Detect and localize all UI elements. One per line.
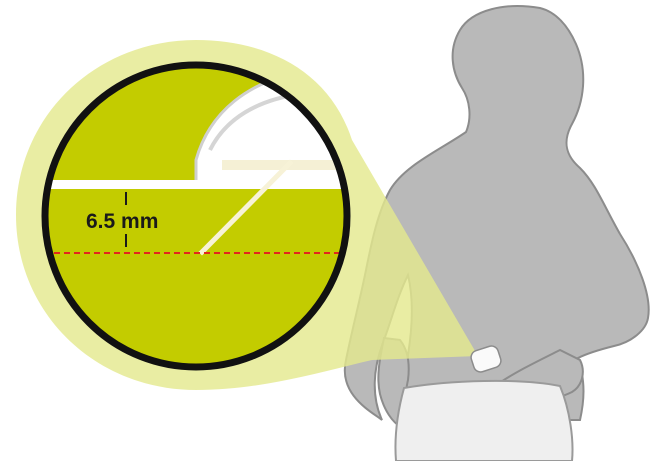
skin-surface-line bbox=[40, 180, 360, 189]
depth-label: 6.5 mm bbox=[86, 210, 158, 233]
towel-shape bbox=[395, 381, 572, 461]
